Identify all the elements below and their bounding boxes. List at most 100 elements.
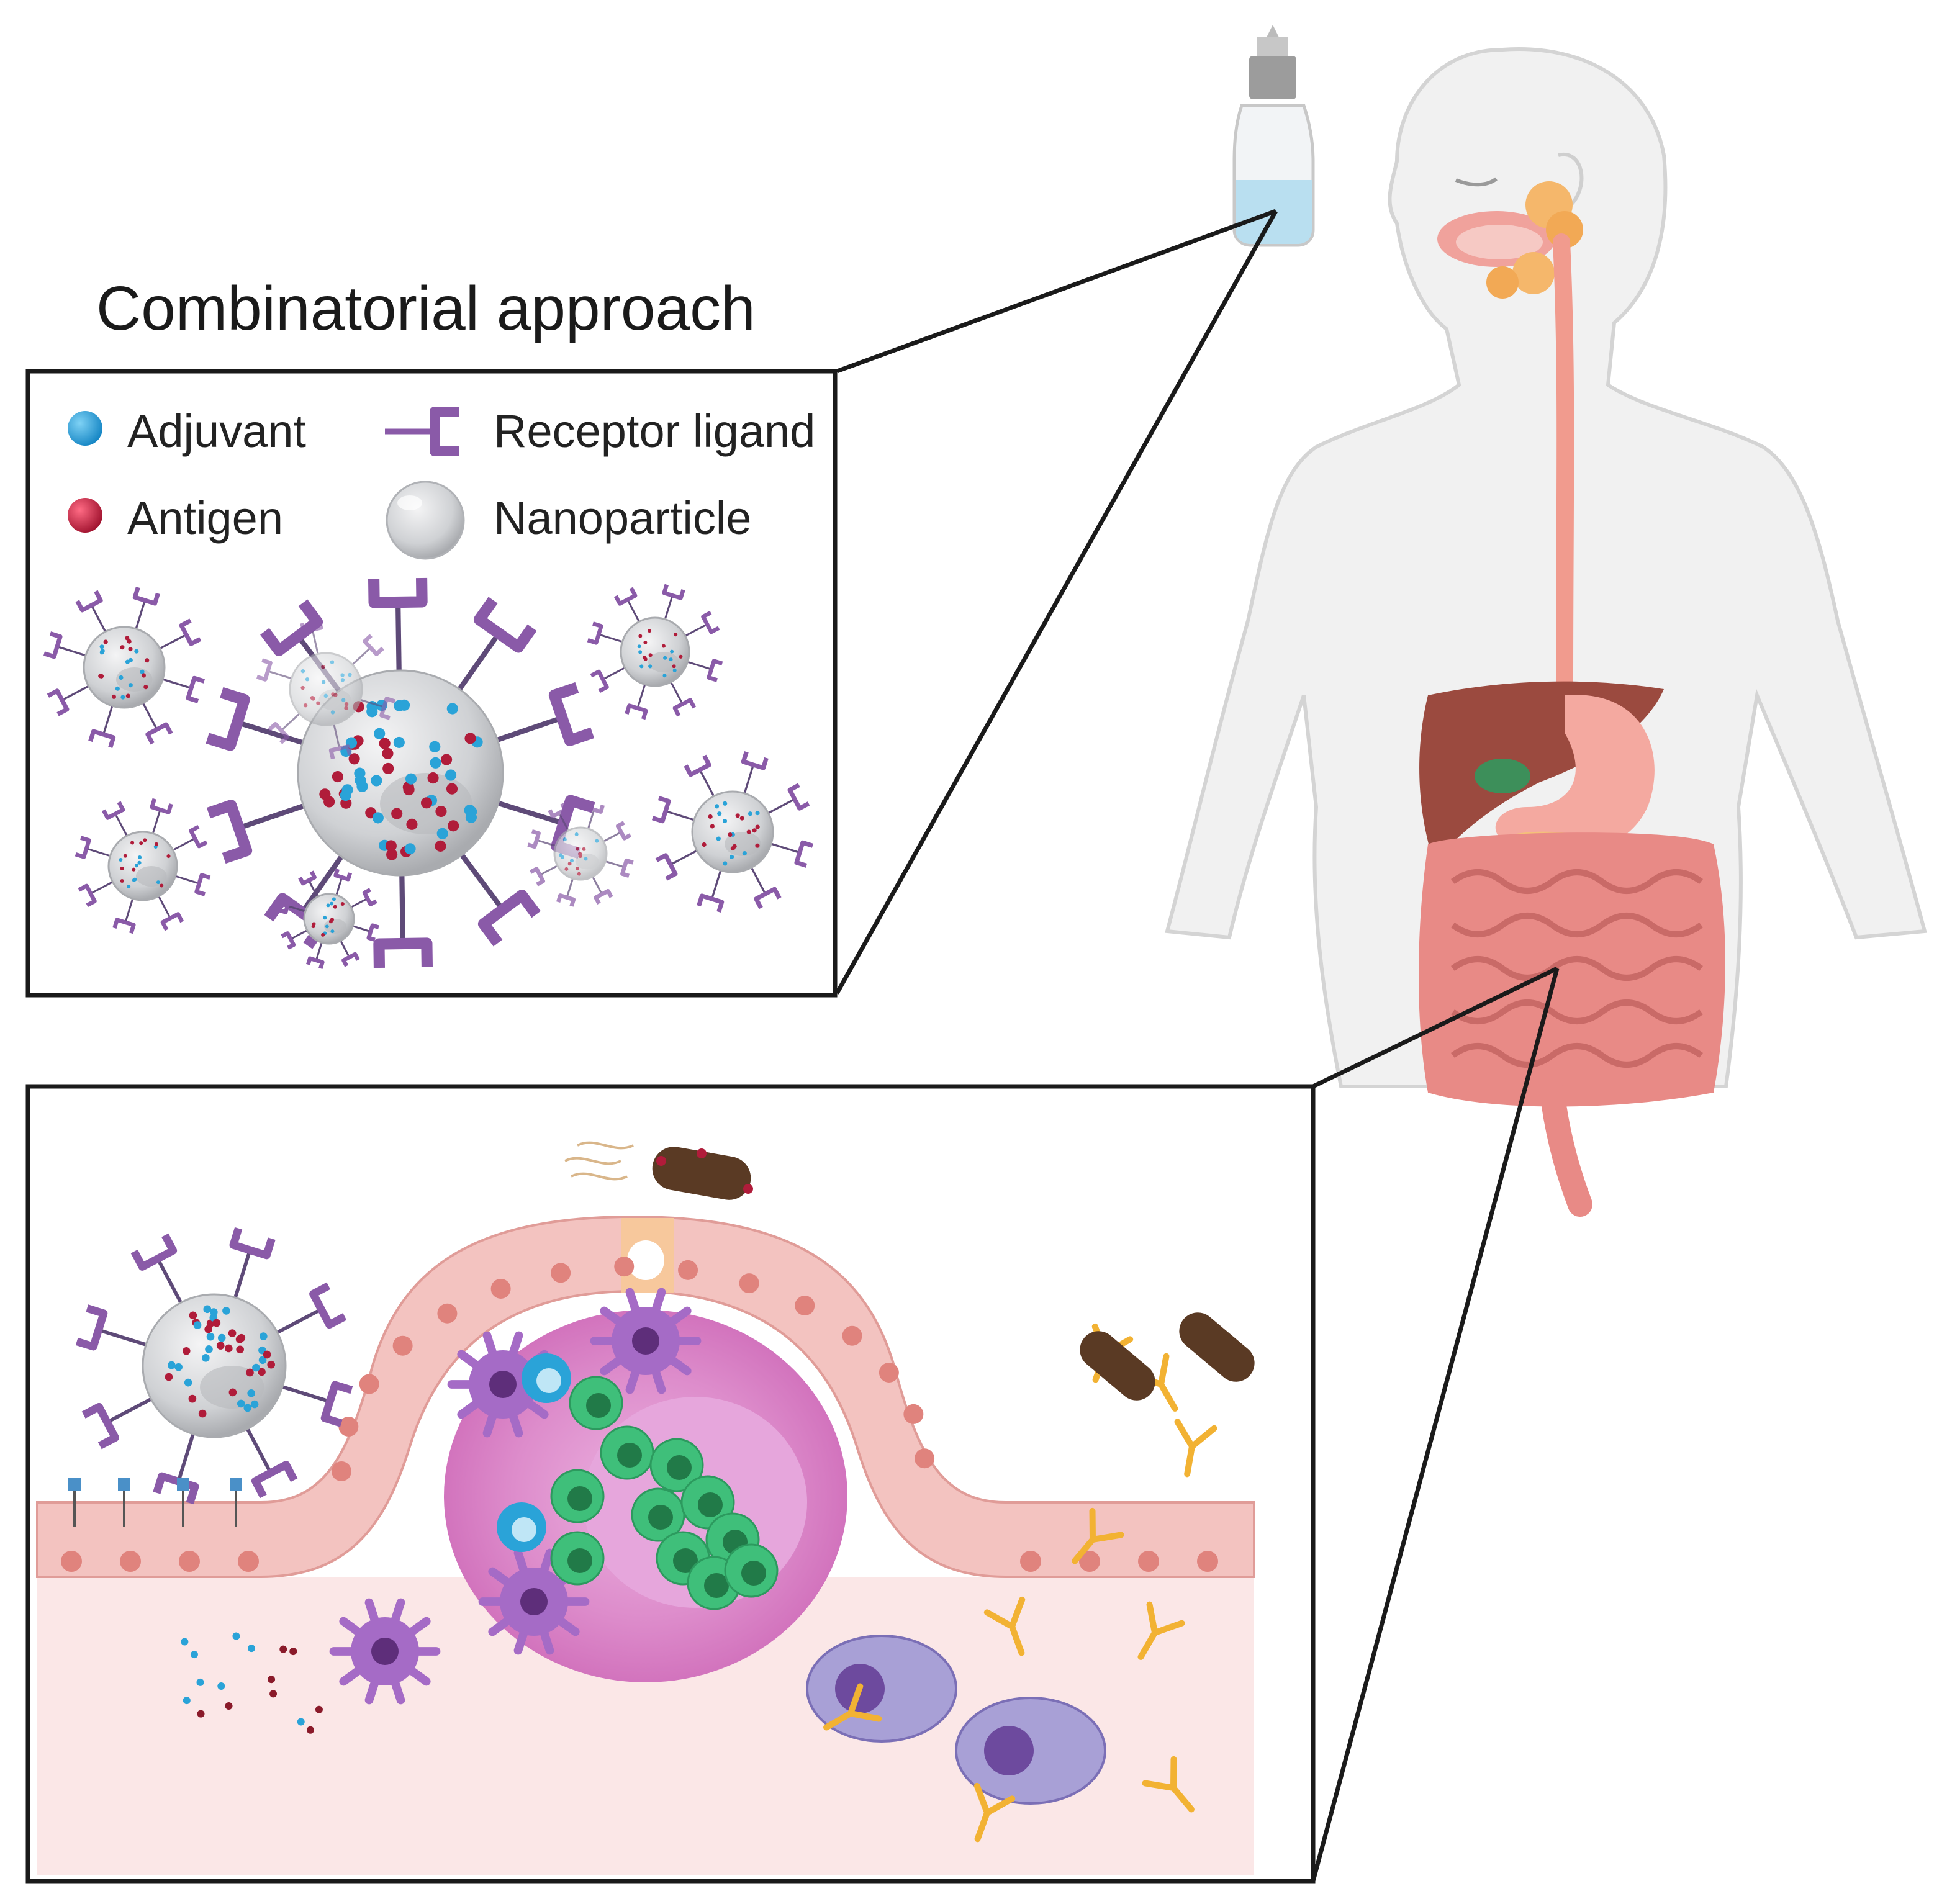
receptor-ligand xyxy=(130,1233,178,1271)
legend-antigen-label: Antigen xyxy=(127,492,283,544)
b-cell-icon xyxy=(569,1376,623,1430)
receptor-ligand xyxy=(587,621,603,645)
body-silhouette xyxy=(1165,47,1927,1088)
ear xyxy=(1558,152,1584,207)
legend-receptor-ligand-label: Receptor ligand xyxy=(494,405,816,457)
plasma-cell-icon xyxy=(955,1697,1106,1805)
receptor-ligand xyxy=(320,1381,353,1427)
b-cell-icon xyxy=(550,1531,605,1586)
bacterium-icon xyxy=(1179,1312,1255,1382)
receptor-ligand xyxy=(279,896,292,914)
antibody-icon xyxy=(983,1596,1026,1656)
receptor-ligand xyxy=(590,669,609,693)
receptor-ligand xyxy=(625,703,648,720)
bacterium-icon xyxy=(1080,1331,1155,1401)
receptor-ligand xyxy=(150,798,173,814)
receptor-ligand xyxy=(477,890,541,947)
receptor-ligand xyxy=(260,599,323,656)
b-cell-icon xyxy=(600,1425,654,1480)
b-cell-icon xyxy=(649,1438,704,1492)
legend-nanoparticle-label: Nanoparticle xyxy=(494,492,752,544)
receptor-ligand xyxy=(615,821,632,841)
receptor-ligand xyxy=(78,883,97,908)
stomach xyxy=(1495,695,1655,855)
receptor-ligand xyxy=(368,577,428,608)
nanoparticle xyxy=(279,869,379,969)
receptor-ligand xyxy=(585,800,605,814)
receptor-ligand xyxy=(473,597,537,653)
receptor-ligand xyxy=(145,722,173,745)
receptor-ligand xyxy=(229,1227,276,1260)
receptor-ligand xyxy=(256,658,273,682)
receptor-ligand xyxy=(548,802,567,819)
nanoparticle xyxy=(43,586,206,749)
legend-adjuvant-label: Adjuvant xyxy=(127,405,306,457)
antibody-icon xyxy=(974,1782,1016,1843)
antibody-icon xyxy=(1142,1756,1195,1813)
receptor-ligand xyxy=(613,587,638,606)
receptor-ligand xyxy=(179,618,202,646)
receptor-ligand xyxy=(281,931,296,950)
nanoparticle xyxy=(527,800,634,907)
receptor-ligand xyxy=(684,754,711,777)
receptor-ligand xyxy=(101,801,125,820)
nanoparticle xyxy=(256,618,396,760)
receptor-ligand xyxy=(206,687,250,751)
antibody-icon xyxy=(1137,1601,1185,1660)
receptor-ligand xyxy=(373,937,433,968)
receptor-ligand xyxy=(362,888,377,906)
receptor-ligand xyxy=(697,893,725,913)
b-cell-icon xyxy=(550,1469,605,1523)
receptor-ligand xyxy=(651,796,671,824)
receptor-ligand xyxy=(43,631,63,659)
intestines xyxy=(1419,832,1725,1217)
receptor-ligand xyxy=(112,918,136,934)
receptor-ligand xyxy=(75,590,103,613)
epithelium xyxy=(36,1215,1255,1578)
receptor-ligand xyxy=(298,870,317,886)
b-cell-icon xyxy=(724,1543,779,1598)
nanoparticle xyxy=(651,751,814,913)
receptor-ligand xyxy=(548,682,595,746)
receptor-ligand xyxy=(707,659,723,682)
adjuvant-icon xyxy=(68,411,102,446)
human-body-icon xyxy=(1165,47,1927,1217)
gallbladder xyxy=(1475,759,1530,793)
receptor-ligand xyxy=(132,586,160,606)
receptor-ligand xyxy=(794,840,814,868)
receptor-ligand xyxy=(341,952,360,967)
receptor-ligand xyxy=(366,923,379,942)
nanoparticle xyxy=(587,584,723,720)
figure-title: Combinatorial approach xyxy=(96,274,756,343)
bacterium-icon xyxy=(564,1141,753,1200)
receptor-ligand xyxy=(556,893,576,907)
receptor-ligand xyxy=(333,869,352,882)
receptor-ligand xyxy=(88,729,116,749)
receptor-ligand xyxy=(662,584,685,600)
receptor-ligand xyxy=(160,912,184,931)
receptor-ligand xyxy=(529,867,546,887)
receptor-ligand xyxy=(309,1282,347,1329)
eye xyxy=(1455,177,1498,187)
nanoparticle xyxy=(75,798,211,934)
receptor-ligand xyxy=(81,1402,119,1450)
receptor-ligand xyxy=(47,688,70,716)
receptor-ligand xyxy=(75,1304,108,1351)
receptor-ligand xyxy=(189,824,208,849)
receptor-ligand xyxy=(194,873,211,896)
nanoparticle xyxy=(75,1227,353,1505)
antibody-icon xyxy=(1072,1507,1124,1564)
receptor-ligand xyxy=(527,829,541,849)
antibody-icon xyxy=(823,1683,882,1731)
receptor-ligand xyxy=(206,800,253,864)
receptor-ligand xyxy=(787,783,810,811)
dendritic-cell-icon xyxy=(590,1288,702,1394)
receptor-ligand xyxy=(75,836,91,859)
receptor-ligand xyxy=(300,618,323,634)
antigen-icon xyxy=(68,498,102,533)
antibody-icon xyxy=(1174,1419,1217,1478)
receptor-ligand xyxy=(655,853,678,881)
receptor-ligand xyxy=(251,1461,298,1499)
